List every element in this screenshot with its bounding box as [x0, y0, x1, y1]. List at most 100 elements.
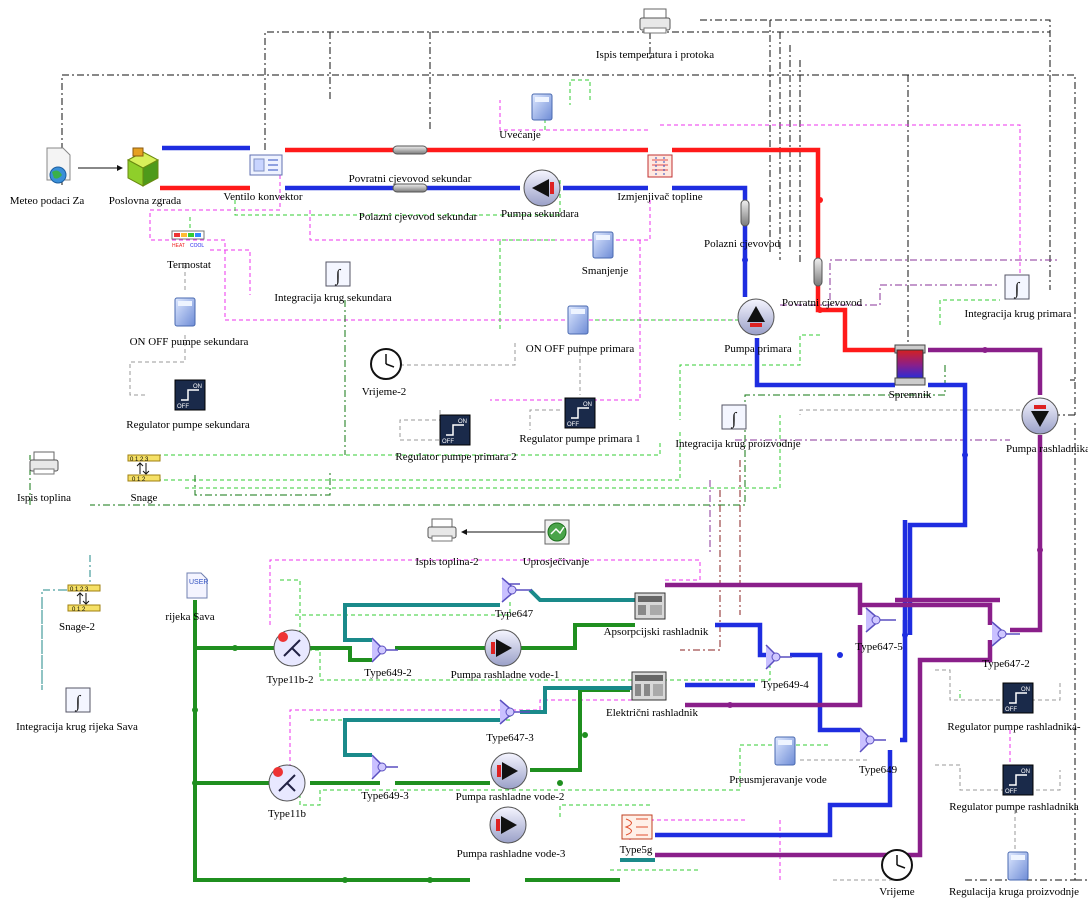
- type649-4-label: Type649-4: [761, 679, 809, 691]
- weather-data[interactable]: Meteo podaci Za: [10, 147, 85, 207]
- type647-3-label: Type647-3: [486, 732, 534, 744]
- clock-vrijeme-2[interactable]: Vrijeme-2: [362, 348, 407, 398]
- type649-2-label: Type649-2: [364, 667, 412, 679]
- printer-heat-2[interactable]: Ispis toplina-2: [415, 518, 479, 568]
- mixer-icon: [765, 644, 792, 670]
- integrator-production[interactable]: ∫ Integracija krug proizvodnje: [675, 404, 801, 450]
- integrator-secondary[interactable]: ∫ Integracija krug sekundara: [274, 261, 392, 304]
- diverter-icon: [501, 577, 532, 603]
- calculator-production-control[interactable]: Regulacija kruga proizvodnje: [949, 851, 1079, 898]
- return-pipe[interactable]: Povratni cjevovod: [782, 257, 863, 309]
- calculator-smanjenje[interactable]: Smanjenje: [582, 231, 629, 277]
- signal-lines: [29, 19, 1076, 881]
- thermostat-label: Termostat: [167, 259, 211, 271]
- mixer-type649-2[interactable]: Type649-2: [364, 637, 412, 679]
- mixer-type649-3[interactable]: Type649-3: [361, 754, 409, 802]
- multiplexer-icon: 0 1 2 3 0 1 2: [67, 584, 101, 613]
- supply-pipe-secondary-label: Polazni cjevovod sekundar: [359, 211, 478, 223]
- svg-text:ON: ON: [193, 384, 202, 390]
- storage-tank[interactable]: Spremnik: [889, 344, 932, 401]
- diverter-type647-2[interactable]: Type647-2: [982, 621, 1030, 670]
- pipe-junction-dots: [192, 197, 1043, 883]
- heat-exchanger[interactable]: Izmjenjivač topline: [617, 154, 703, 203]
- averaging[interactable]: Uprosječivanje: [523, 519, 590, 568]
- controller-pump-primary-2-label: Regulator pumpe primara 2: [395, 451, 516, 463]
- clock-icon: [370, 348, 402, 380]
- printer-temp-flow[interactable]: Ispis temperatura i protoka: [596, 8, 714, 61]
- controller-pump-primary-2[interactable]: ON OFF Regulator pumpe primara 2: [395, 414, 517, 463]
- calculator-icon: [531, 93, 553, 121]
- return-pipe-label: Povratni cjevovod: [782, 297, 863, 309]
- mixer-type649-4[interactable]: Type649-4: [761, 644, 809, 691]
- averaging-label: Uprosječivanje: [523, 556, 590, 568]
- controller-pump-secondary[interactable]: ON OFF Regulator pumpe sekundara: [126, 379, 250, 431]
- storage-tank-label: Spremnik: [889, 389, 932, 401]
- river-data-label: rijeka Sava: [165, 611, 214, 623]
- supply-pipe[interactable]: Polazni cjevovod: [704, 199, 781, 250]
- calculator-onoff-secondary[interactable]: ON OFF pumpe sekundara: [130, 297, 249, 348]
- electric-chiller[interactable]: Električni rashladnik: [606, 671, 698, 719]
- calculator-uvecanje[interactable]: Uvećanje: [499, 93, 553, 141]
- controller-pump-chiller-b[interactable]: ON OFF Regulator pumpe rashladnika: [949, 764, 1079, 813]
- type11b-2-label: Type11b-2: [266, 674, 313, 686]
- clock-vrijeme[interactable]: Vrijeme: [879, 849, 915, 898]
- type649-3-label: Type649-3: [361, 790, 409, 802]
- calculator-icon: [592, 231, 614, 259]
- office-building[interactable]: Poslovna zgrada: [109, 147, 182, 207]
- on-off-controller-icon: ON OFF: [564, 397, 596, 429]
- svg-text:0 1 2 3: 0 1 2 3: [130, 457, 149, 463]
- mixer-type649[interactable]: Type649: [859, 727, 898, 776]
- clock-vrijeme-label: Vrijeme: [879, 886, 914, 898]
- integral-icon: ∫: [721, 404, 747, 430]
- power-combiner-label: Snage: [131, 492, 158, 504]
- pump-cooling-water-3[interactable]: Pumpa rashladne vode-3: [457, 806, 566, 860]
- pump-icon: [737, 298, 775, 336]
- user-file-icon: USER: [186, 572, 208, 599]
- power-combiner[interactable]: 0 1 2 3 0 1 2 Snage: [127, 454, 161, 504]
- pump-cooling-water-1[interactable]: Pumpa rashladne vode-1: [451, 629, 560, 681]
- integrator-river-label: Integracija krug rijeka Sava: [16, 721, 138, 733]
- return-pipe-secondary[interactable]: Povratni cjevovod sekundar: [349, 145, 472, 185]
- heat-exchanger-type5g[interactable]: Type5g: [620, 814, 653, 856]
- integrator-river[interactable]: ∫ Integracija krug rijeka Sava: [16, 687, 138, 733]
- controller-pump-secondary-label: Regulator pumpe sekundara: [126, 419, 250, 431]
- pump-icon: [490, 752, 528, 790]
- averaging-icon: [544, 519, 570, 545]
- svg-text:OFF: OFF: [1005, 707, 1017, 713]
- controller-type11b-2[interactable]: Type11b-2: [266, 629, 314, 686]
- thermostat[interactable]: HEAT COOL Termostat: [167, 230, 211, 271]
- chiller-icon: [631, 671, 667, 701]
- pump-cooling-water-2[interactable]: Pumpa rashladne vode-2: [456, 752, 565, 803]
- diverter-type647-5[interactable]: Type647-5: [855, 607, 903, 653]
- diverter-type647-3[interactable]: Type647-3: [486, 699, 534, 744]
- integrator-primary[interactable]: ∫ Integracija krug primara: [965, 274, 1072, 320]
- pump-primary[interactable]: Pumpa primara: [724, 298, 792, 355]
- pipe-icon: [813, 257, 823, 287]
- weather-file-icon: [46, 147, 71, 184]
- integral-icon: ∫: [1004, 274, 1030, 300]
- diverter-icon: [991, 621, 1020, 647]
- printer-heat[interactable]: Ispis toplina: [17, 451, 71, 504]
- fan-coil[interactable]: Ventilo konvektor: [223, 154, 303, 203]
- absorption-chiller[interactable]: Apsorpcijski rashladnik: [604, 592, 709, 638]
- printer-heat-2-label: Ispis toplina-2: [415, 556, 478, 568]
- power-combiner-2[interactable]: 0 1 2 3 0 1 2 Snage-2: [59, 584, 101, 633]
- heat-exchanger-label: Izmjenjivač topline: [617, 191, 702, 203]
- pump-secondary[interactable]: Pumpa sekundara: [501, 169, 579, 220]
- calculator-onoff-primary[interactable]: ON OFF pumpe primara: [526, 305, 635, 355]
- controller-pump-chiller-a[interactable]: ON OFF Regulator pumpe rashladnika-: [947, 682, 1081, 733]
- diverter-icon: [499, 699, 530, 725]
- supply-pipe-secondary[interactable]: Polazni cjevovod sekundar: [359, 183, 478, 223]
- diverter-icon: [865, 607, 896, 633]
- pump-chiller[interactable]: Pumpa rashladnika: [1006, 397, 1088, 455]
- controller-pump-primary-1[interactable]: ON OFF Regulator pumpe primara 1: [519, 397, 641, 445]
- svg-text:ON: ON: [583, 402, 592, 408]
- on-off-controller-icon: ON OFF: [439, 414, 471, 446]
- pump-icon: [489, 806, 527, 844]
- controller-type11b[interactable]: Type11b: [268, 764, 306, 820]
- river-data[interactable]: USER rijeka Sava: [165, 572, 215, 623]
- uvecanje-label: Uvećanje: [499, 129, 541, 141]
- calculator-diversion[interactable]: Preusmjeravanje vode: [729, 736, 827, 786]
- diverter-type647[interactable]: Type647: [495, 577, 534, 620]
